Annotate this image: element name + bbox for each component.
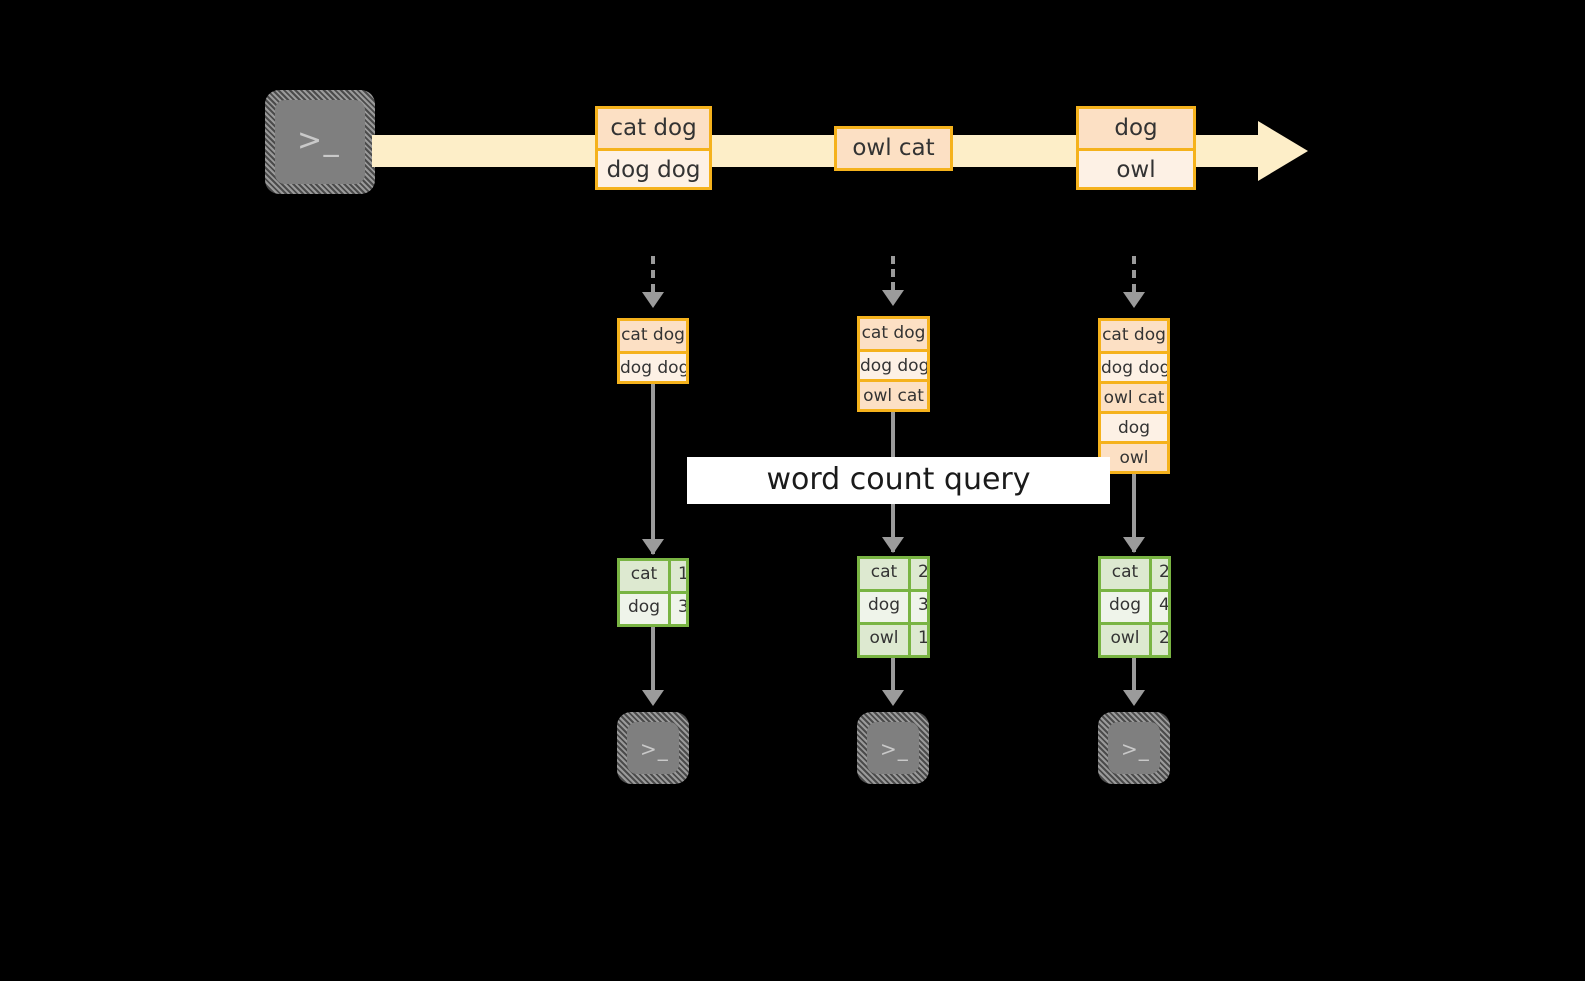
stream-record-line: dog: [1079, 109, 1193, 148]
buffer-row: cat dog: [1101, 321, 1167, 351]
buffer-row: dog dog: [620, 351, 686, 381]
result-word: cat: [1111, 562, 1139, 582]
table-row: dog 4: [1101, 589, 1168, 622]
stream-to-buffer-arrowhead: [1123, 292, 1145, 308]
result-to-sink-connector: [891, 652, 895, 693]
result-word: cat: [630, 564, 658, 584]
buffer-to-result-arrowhead: [882, 537, 904, 553]
result-count: 2: [1149, 625, 1168, 655]
buffer-row: cat dog: [860, 319, 927, 349]
result-table-column-2: cat 2 dog 3 owl 1: [857, 556, 930, 658]
buffer-to-result-connector: [651, 384, 655, 554]
buffer-row: owl: [1101, 441, 1167, 471]
result-table-column-3: cat 2 dog 4 owl 2: [1098, 556, 1171, 658]
buffer-column-3: cat dog dog dog owl cat dog owl: [1098, 318, 1170, 474]
buffer-column-1: cat dog dog dog: [617, 318, 689, 384]
sink-terminal-icon-2: >_: [857, 712, 929, 784]
buffer-row: dog dog: [1101, 351, 1167, 381]
result-count: 3: [668, 594, 686, 624]
result-to-sink-arrowhead: [642, 690, 664, 706]
result-table-column-1: cat 1 dog 3: [617, 558, 689, 627]
stream-record-line: dog dog: [598, 148, 709, 187]
terminal-body: [275, 100, 365, 184]
stream-record-line: owl cat: [837, 129, 950, 168]
stream-to-buffer-arrowhead: [882, 290, 904, 306]
stream-to-buffer-arrowhead: [642, 292, 664, 308]
result-count: 2: [908, 559, 927, 589]
result-word: dog: [868, 595, 900, 615]
table-row: cat 2: [1101, 559, 1168, 589]
result-word: dog: [1109, 595, 1141, 615]
buffer-column-2: cat dog dog dog owl cat: [857, 316, 930, 412]
stream-to-buffer-connector: [1132, 256, 1136, 292]
result-count: 3: [908, 592, 927, 622]
terminal-prompt-glyph: >_: [297, 123, 341, 158]
stream-to-buffer-connector: [651, 256, 655, 292]
result-word: cat: [870, 562, 898, 582]
result-to-sink-connector: [1132, 652, 1136, 693]
result-to-sink-arrowhead: [882, 690, 904, 706]
buffer-row: dog dog: [860, 349, 927, 379]
result-word: owl: [1110, 628, 1140, 648]
result-count: 4: [1149, 592, 1168, 622]
terminal-prompt-glyph: >_: [640, 737, 669, 761]
buffer-row: dog: [1101, 411, 1167, 441]
result-word: owl: [869, 628, 899, 648]
stream-record-line: owl: [1079, 148, 1193, 187]
buffer-to-result-arrowhead: [642, 539, 664, 555]
stream-to-buffer-connector: [891, 256, 895, 290]
table-row: dog 3: [620, 591, 686, 624]
buffer-row: owl cat: [1101, 381, 1167, 411]
result-count: 1: [668, 561, 686, 591]
sink-terminal-icon-1: >_: [617, 712, 689, 784]
stream-record-line: cat dog: [598, 109, 709, 148]
result-to-sink-arrowhead: [1123, 690, 1145, 706]
result-to-sink-connector: [651, 624, 655, 693]
buffer-to-result-arrowhead: [1123, 537, 1145, 553]
table-row: cat 1: [620, 561, 686, 591]
terminal-prompt-glyph: >_: [880, 737, 909, 761]
result-word: dog: [628, 597, 660, 617]
stream-arrow-head: [1258, 121, 1308, 181]
buffer-to-result-connector: [1132, 474, 1136, 552]
buffer-row: cat dog: [620, 321, 686, 351]
result-count: 2: [1149, 559, 1168, 589]
query-label-band: word count query: [687, 457, 1110, 504]
stream-record-2: owl cat: [834, 126, 953, 171]
buffer-row: owl cat: [860, 379, 927, 409]
terminal-prompt-glyph: >_: [1121, 737, 1150, 761]
table-row: owl 2: [1101, 622, 1168, 655]
terminal-body: [627, 722, 679, 774]
stream-record-1: cat dog dog dog: [595, 106, 712, 190]
sink-terminal-icon-3: >_: [1098, 712, 1170, 784]
source-terminal-icon: >_: [265, 90, 375, 194]
table-row: owl 1: [860, 622, 927, 655]
query-label-text: word count query: [766, 462, 1031, 497]
result-count: 1: [908, 625, 927, 655]
table-row: cat 2: [860, 559, 927, 589]
table-row: dog 3: [860, 589, 927, 622]
stream-record-3: dog owl: [1076, 106, 1196, 190]
terminal-body: [1108, 722, 1160, 774]
terminal-body: [867, 722, 919, 774]
